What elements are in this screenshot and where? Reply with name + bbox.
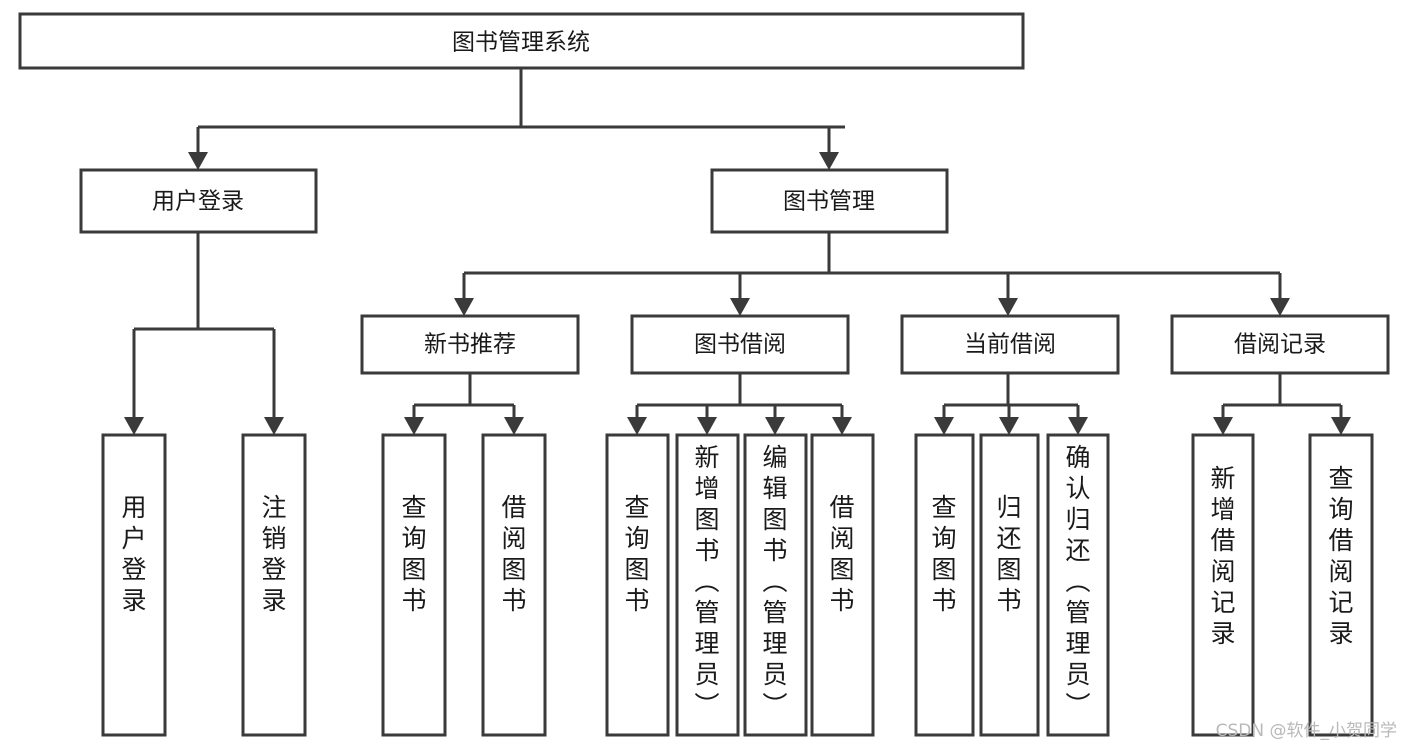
leaf-borrow-book-1-label: 借阅图书 (501, 493, 526, 615)
leaf-node-borrow-book-1[interactable]: 借阅图书 (481, 433, 547, 737)
connector-group-book-management (454, 232, 1290, 316)
leaf-query-book-1-label: 查询图书 (401, 493, 426, 615)
leaf-node-query-book-1[interactable]: 查询图书 (381, 433, 447, 737)
leaf-borrow-book-1-box[interactable] (481, 433, 547, 737)
node-user-login[interactable]: 用户登录 (79, 168, 318, 234)
leaf-return-book-box[interactable] (979, 433, 1040, 737)
arrow-bb-leaf-1 (627, 417, 647, 435)
leaf-query-book-3-label: 查询图书 (931, 493, 956, 615)
borrow-record-node-label: 借阅记录 (1234, 332, 1326, 358)
leaf-node-return-book[interactable]: 归还图书 (979, 433, 1040, 737)
leaf-user-login-box[interactable] (101, 433, 167, 737)
connector-group-user-login (124, 232, 284, 435)
connector-group-current-borrow (934, 373, 1088, 435)
connector-group-root (188, 68, 845, 170)
leaf-edit-book-box[interactable] (743, 433, 808, 737)
node-current-borrow[interactable]: 当前借阅 (900, 314, 1120, 375)
arrow-user-login-leaf-2 (264, 417, 284, 435)
leaf-borrow-book-2-label: 借阅图书 (829, 493, 854, 615)
leaf-user-logout-box[interactable] (241, 433, 307, 737)
leaf-query-record-box[interactable] (1308, 433, 1374, 737)
leaf-add-book-box[interactable] (675, 433, 740, 737)
arrow-root-to-user-login (188, 152, 208, 170)
new-book-recommend-node-box[interactable] (360, 314, 580, 375)
current-borrow-node-label: 当前借阅 (964, 332, 1056, 358)
book-management-node-box[interactable] (710, 168, 949, 234)
book-borrow-node-label: 图书借阅 (694, 332, 786, 358)
root-node-box[interactable] (18, 12, 1025, 70)
node-root-system[interactable]: 图书管理系统 (18, 12, 1025, 70)
borrow-record-node-box[interactable] (1170, 314, 1390, 375)
leaf-query-book-2-label: 查询图书 (624, 493, 649, 615)
arrow-bm-to-book-borrow (730, 298, 750, 316)
user-login-node-label: 用户登录 (152, 189, 244, 215)
leaf-add-book-label: 新增图书︵管理员︶ (694, 443, 719, 720)
connector-group-new-book-recommend (404, 373, 524, 435)
arrow-cb-leaf-3 (1068, 417, 1088, 435)
arrow-user-login-leaf-1 (124, 417, 144, 435)
book-borrow-node-box[interactable] (630, 314, 850, 375)
leaf-user-login-label: 用户登录 (121, 493, 146, 615)
node-book-management[interactable]: 图书管理 (710, 168, 949, 234)
leaf-user-logout-label: 注销登录 (261, 493, 286, 615)
new-book-recommend-node-label: 新书推荐 (424, 332, 516, 358)
leaf-query-book-1-box[interactable] (381, 433, 447, 737)
leaf-query-record-label: 查询借阅记录 (1328, 464, 1353, 648)
node-new-book-recommend[interactable]: 新书推荐 (360, 314, 580, 375)
arrow-br-leaf-1 (1213, 417, 1233, 435)
leaf-add-record-box[interactable] (1191, 433, 1255, 737)
leaf-node-add-book[interactable]: 新增图书︵管理员︶ (675, 433, 740, 737)
leaf-query-book-2-box[interactable] (605, 433, 670, 737)
leaf-query-book-3-box[interactable] (914, 433, 975, 737)
arrow-cb-leaf-1 (934, 417, 954, 435)
arrow-bm-to-borrow-record (1270, 298, 1290, 316)
arrow-nbr-leaf-1 (404, 417, 424, 435)
arrow-br-leaf-2 (1331, 417, 1351, 435)
leaf-node-borrow-book-2[interactable]: 借阅图书 (810, 433, 875, 737)
leaf-return-book-label: 归还图书 (996, 493, 1021, 615)
arrow-bm-to-current-borrow (998, 298, 1018, 316)
leaf-node-query-book-3[interactable]: 查询图书 (914, 433, 975, 737)
leaf-add-record-label: 新增借阅记录 (1210, 464, 1235, 648)
arrow-root-to-book-management (819, 152, 839, 170)
leaf-node-query-record[interactable]: 查询借阅记录 (1308, 433, 1374, 737)
leaf-node-user-login[interactable]: 用户登录 (101, 433, 167, 737)
arrow-bb-leaf-3 (765, 417, 785, 435)
leaf-node-query-book-2[interactable]: 查询图书 (605, 433, 670, 737)
node-borrow-record[interactable]: 借阅记录 (1170, 314, 1390, 375)
arrow-bm-to-new-book-recommend (454, 298, 474, 316)
node-book-borrow[interactable]: 图书借阅 (630, 314, 850, 375)
leaf-node-edit-book[interactable]: 编辑图书︵管理员︶ (743, 433, 808, 737)
user-login-node-box[interactable] (79, 168, 318, 234)
leaf-confirm-return-box[interactable] (1046, 433, 1110, 737)
leaf-node-add-record[interactable]: 新增借阅记录 (1191, 433, 1255, 737)
connector-group-borrow-record (1213, 373, 1351, 435)
arrow-nbr-leaf-2 (504, 417, 524, 435)
connector-group-book-borrow (627, 373, 852, 435)
leaf-node-user-logout[interactable]: 注销登录 (241, 433, 307, 737)
leaf-edit-book-label: 编辑图书︵管理员︶ (762, 443, 787, 720)
arrow-bb-leaf-2 (697, 417, 717, 435)
leaf-confirm-return-label: 确认归还︵管理员︶ (1065, 443, 1090, 720)
leaf-borrow-book-2-box[interactable] (810, 433, 875, 737)
root-node-label: 图书管理系统 (452, 30, 590, 56)
arrow-bb-leaf-4 (832, 417, 852, 435)
leaf-node-confirm-return[interactable]: 确认归还︵管理员︶ (1046, 433, 1110, 737)
arrow-cb-leaf-2 (999, 417, 1019, 435)
current-borrow-node-box[interactable] (900, 314, 1120, 375)
book-management-node-label: 图书管理 (783, 189, 875, 215)
